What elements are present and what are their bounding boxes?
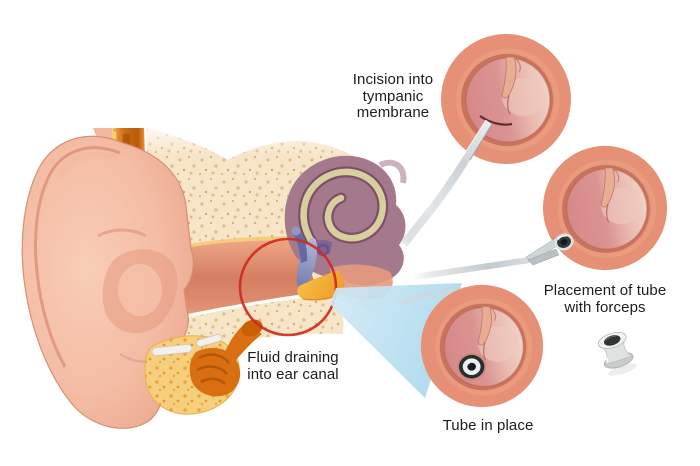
incision-label-line1: Incision into xyxy=(352,71,434,88)
eardrum-view-tube-in-place xyxy=(421,285,543,407)
incision-label-line2: tympanic xyxy=(362,87,424,105)
ear-tube-in-eardrum xyxy=(457,353,487,381)
placement-label-line1: Placement of tube xyxy=(543,282,667,299)
placement-label-line2: with forceps xyxy=(564,298,646,316)
eardrum-view-incision xyxy=(441,34,571,164)
eardrum-view-forceps xyxy=(543,146,667,270)
lower-cartilage-cluster xyxy=(144,319,263,415)
ear-tube-grommet xyxy=(597,332,638,376)
tube-in-place-label-line1: Tube in place xyxy=(442,417,534,434)
myringotomy-knife xyxy=(400,119,493,247)
placement-label: Placement of tube with forceps xyxy=(523,282,687,316)
forceps xyxy=(414,233,574,280)
fluid-label-line2: into ear canal xyxy=(247,365,339,383)
ear-tube-in-forceps xyxy=(554,233,574,251)
ear-cross-section xyxy=(21,118,407,429)
highlight-circle xyxy=(238,237,338,337)
fluid-label-line1: Fluid draining xyxy=(247,349,339,366)
fluid-draining-label: Fluid draining into ear canal xyxy=(226,349,360,383)
tube-in-place-label: Tube in place xyxy=(418,417,558,435)
incision-label-line3: membrane xyxy=(356,104,430,121)
incision-line xyxy=(479,115,513,126)
incision-label: Incision into tympanic membrane xyxy=(326,71,460,122)
